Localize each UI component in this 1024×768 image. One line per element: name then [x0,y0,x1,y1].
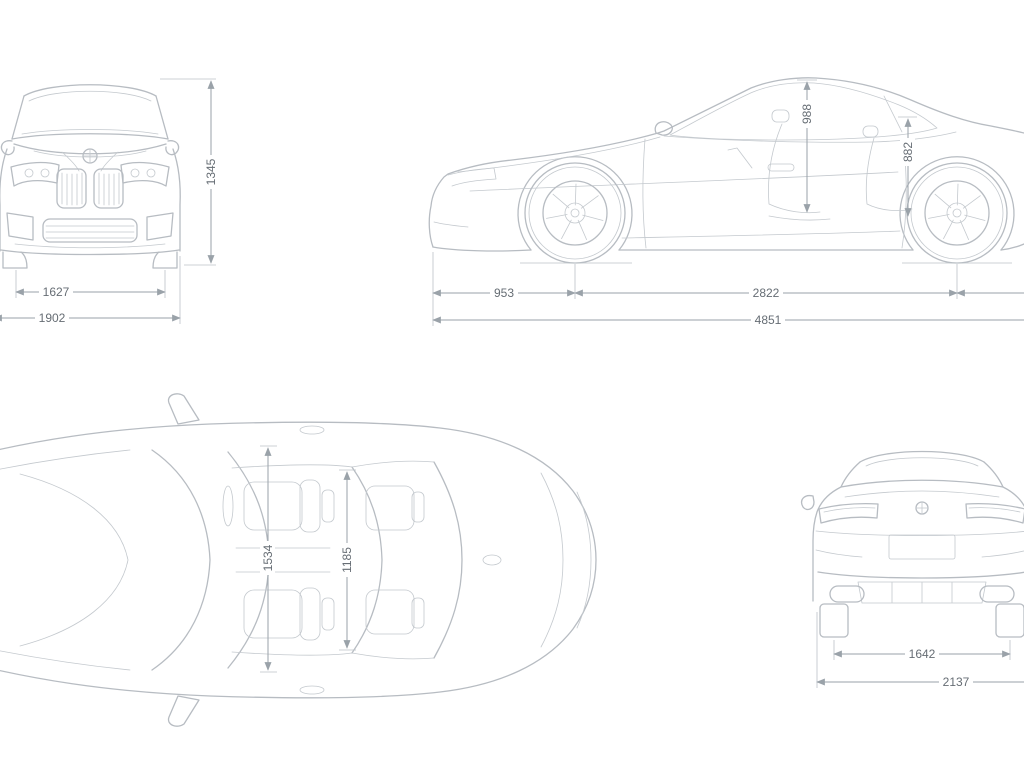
dim-side-rear-headroom-value: 882 [901,142,915,162]
dim-top-rear-width: 1185 [339,469,356,651]
side-mirror [654,121,673,136]
dim-rear-width-mirrors-value: 2137 [943,675,970,689]
door-handle [767,163,795,172]
dim-side-length-value: 4851 [755,313,782,327]
front-lower-intake [42,218,138,243]
dim-side-front-overhang-value: 953 [494,286,514,300]
side-window [669,82,938,141]
dim-side-rear-headroom: 882 [898,116,917,217]
side-view-drawing [428,77,1024,264]
rear-right-taillight [965,503,1024,524]
rear-wheel [906,162,1008,264]
front-right-mirror [165,140,180,156]
exhaust-left [829,585,865,603]
rear-left-mirror [800,494,815,511]
kidney-grille-left [56,168,87,209]
dim-rear-width-mirrors: 2137 [816,612,1024,689]
door-handle-bottom [299,685,325,695]
dim-front-height: 1345 [160,78,218,266]
dim-front-track-value: 1627 [43,285,70,299]
rear-seat [865,137,913,211]
bmw-roundel-rear-icon [915,501,929,515]
front-left-mirror [0,140,15,156]
dim-top-front-width-value: 1534 [261,544,275,571]
dim-front-height-value: 1345 [204,158,218,185]
side-headlight [447,167,497,187]
dim-side-front-headroom-value: 988 [800,104,814,124]
dim-side-front-headroom: 988 [797,79,817,213]
dim-rear-track-value: 1642 [909,647,936,661]
dim-top-front-width: 1534 [260,445,277,673]
dim-rear-track: 1642 [833,640,1011,661]
exhaust-right [979,585,1015,603]
front-view-drawing [0,84,181,269]
top-right-mirror [167,695,200,727]
door-handle-top [299,425,325,435]
top-view-seats [222,479,425,641]
license-plate-area [888,534,956,560]
top-left-mirror [167,393,200,425]
dim-front-width: 1902 [0,256,181,325]
front-left-headlight [10,161,60,187]
rear-view-drawing [800,450,1024,638]
dim-top-rear-width-value: 1185 [340,547,354,573]
dim-front-width-value: 1902 [39,311,66,325]
bmw-roundel-front-icon [82,148,98,164]
dim-side-wheelbase-value: 2822 [753,286,780,300]
dim-front-track: 1627 [15,270,166,299]
front-right-headlight [120,161,170,187]
front-wheel [524,162,626,264]
rear-left-taillight [818,503,879,524]
dim-side-bottom: 953 2822 4851 [432,252,1024,327]
kidney-grille-right [93,168,124,209]
antenna-fin [482,554,502,566]
top-view-drawing [0,393,597,727]
